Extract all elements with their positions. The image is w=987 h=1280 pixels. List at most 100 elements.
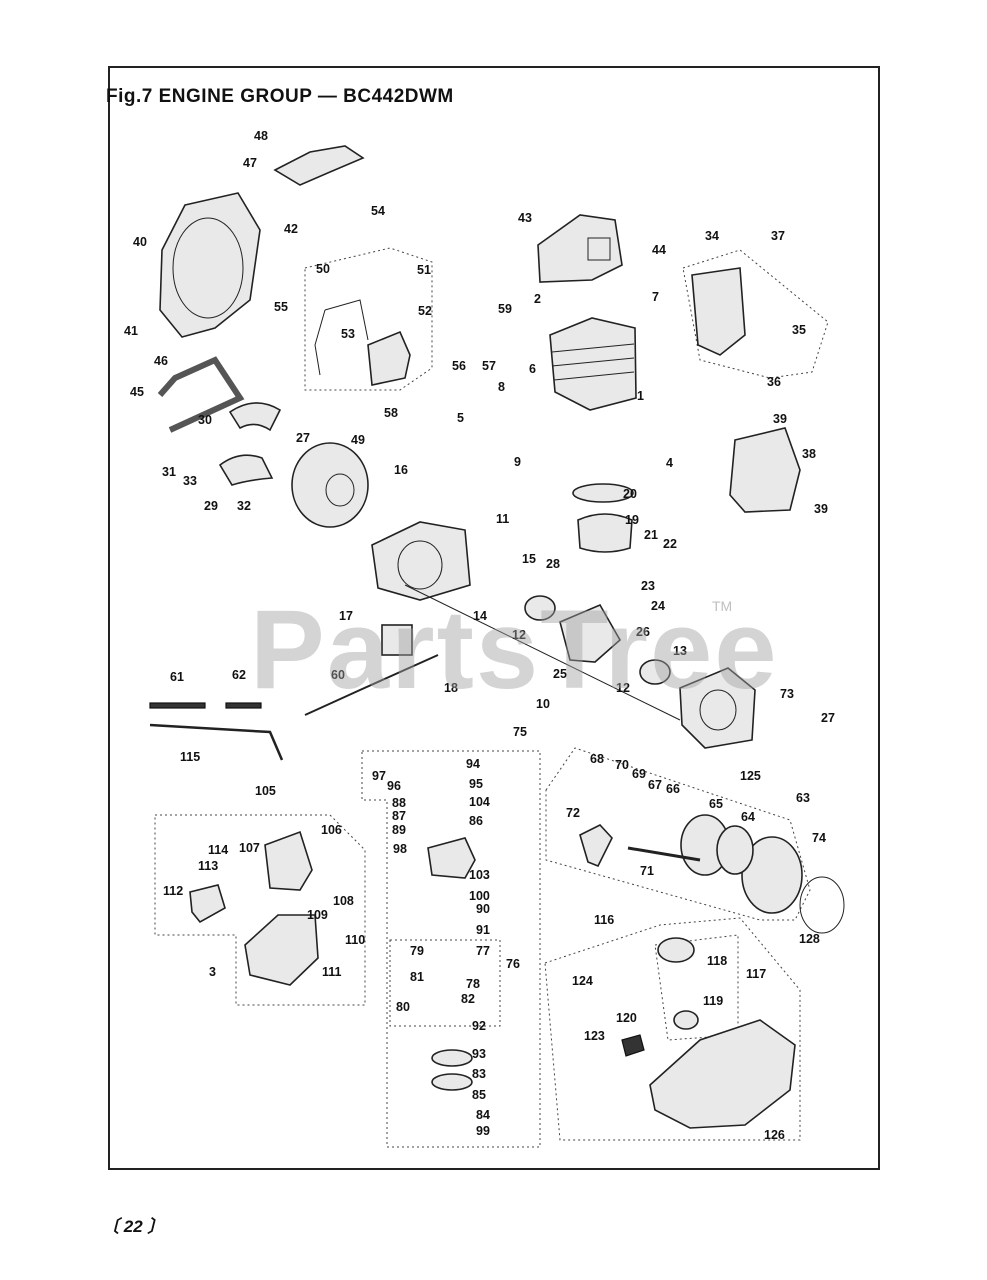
part-callout-76: 76 [506, 957, 520, 971]
part-callout-128: 128 [799, 932, 820, 946]
part-callout-108: 108 [333, 894, 354, 908]
part-callout-88: 88 [392, 796, 406, 810]
part-callout-79: 79 [410, 944, 424, 958]
figure-title: Fig.7 ENGINE GROUP — BC442DWM [106, 86, 454, 107]
part-callout-61: 61 [170, 670, 184, 684]
flywheel [291, 442, 369, 528]
part-callout-73: 73 [780, 687, 794, 701]
part-callout-48: 48 [254, 129, 268, 143]
part-callout-53: 53 [341, 327, 355, 341]
part-callout-72: 72 [566, 806, 580, 820]
part-callout-38: 38 [802, 447, 816, 461]
part-callout-69: 69 [632, 767, 646, 781]
crankcase-right [679, 667, 756, 749]
part-callout-109: 109 [307, 908, 328, 922]
air-cleaner-plate [189, 884, 226, 924]
handle-bar [157, 356, 245, 433]
part-callout-29: 29 [204, 499, 218, 513]
part-callout-117: 117 [746, 967, 766, 981]
part-callout-19: 19 [625, 513, 639, 527]
part-callout-59: 59 [498, 302, 512, 316]
part-callout-99: 99 [476, 1124, 490, 1138]
part-callout-58: 58 [384, 406, 398, 420]
part-callout-42: 42 [284, 222, 298, 236]
part-callout-37: 37 [771, 229, 785, 243]
part-callout-124: 124 [572, 974, 593, 988]
part-callout-78: 78 [466, 977, 480, 991]
part-callout-74: 74 [812, 831, 826, 845]
fuel-cap-gasket [673, 1010, 699, 1030]
part-callout-55: 55 [274, 300, 288, 314]
part-callout-82: 82 [461, 992, 475, 1006]
part-callout-114: 114 [208, 843, 228, 857]
part-callout-12: 12 [512, 628, 526, 642]
part-callout-125: 125 [740, 769, 761, 783]
fuel-filter-group-outline [654, 934, 739, 1041]
part-callout-57: 57 [482, 359, 496, 373]
part-callout-81: 81 [410, 970, 424, 984]
part-callout-65: 65 [709, 797, 723, 811]
part-callout-6: 6 [529, 362, 536, 376]
ignition-group-outline [304, 247, 433, 391]
part-callout-13: 13 [673, 644, 687, 658]
throttle-cable [149, 723, 284, 761]
fuel-cap [657, 937, 695, 963]
part-callout-27: 27 [821, 711, 835, 725]
part-callout-4: 4 [666, 456, 673, 470]
gasket-128 [799, 876, 845, 934]
carburetor-group-outline [361, 750, 541, 1148]
part-callout-84: 84 [476, 1108, 490, 1122]
part-callout-36: 36 [767, 375, 781, 389]
part-callout-100: 100 [469, 889, 490, 903]
fuel-tank-group-outline [544, 917, 801, 1141]
part-callout-71: 71 [640, 864, 654, 878]
part-callout-92: 92 [472, 1019, 486, 1033]
carb-subgroup-outline [389, 939, 501, 1027]
part-callout-39: 39 [814, 502, 828, 516]
part-callout-28: 28 [546, 557, 560, 571]
part-callout-116: 116 [594, 913, 614, 927]
part-callout-64: 64 [741, 810, 755, 824]
air-cleaner-body [264, 830, 313, 891]
part-callout-87: 87 [392, 809, 406, 823]
part-callout-95: 95 [469, 777, 483, 791]
part-callout-112: 112 [163, 884, 183, 898]
muffler-cover [729, 427, 801, 513]
part-callout-24: 24 [651, 599, 665, 613]
piston-ring [572, 483, 634, 503]
fuel-tank [649, 1019, 796, 1129]
part-callout-39: 39 [773, 412, 787, 426]
part-callout-16: 16 [394, 463, 408, 477]
part-callout-119: 119 [703, 994, 723, 1008]
part-callout-8: 8 [498, 380, 505, 394]
part-callout-18: 18 [444, 681, 458, 695]
air-cleaner-cover [244, 914, 319, 986]
part-callout-9: 9 [514, 455, 521, 469]
part-callout-56: 56 [452, 359, 466, 373]
part-callout-68: 68 [590, 752, 604, 766]
part-callout-1: 1 [637, 389, 644, 403]
part-callout-110: 110 [345, 933, 365, 947]
part-callout-80: 80 [396, 1000, 410, 1014]
carburetor-body [427, 837, 476, 879]
part-callout-43: 43 [518, 211, 532, 225]
part-callout-23: 23 [641, 579, 655, 593]
assembly-line [404, 584, 681, 721]
part-callout-25: 25 [553, 667, 567, 681]
part-callout-70: 70 [615, 758, 629, 772]
part-callout-107: 107 [239, 841, 260, 855]
part-callout-97: 97 [372, 769, 386, 783]
part-callout-83: 83 [472, 1067, 486, 1081]
part-callout-22: 22 [663, 537, 677, 551]
part-callout-34: 34 [705, 229, 719, 243]
part-callout-46: 46 [154, 354, 168, 368]
crankcase-left-bore [397, 540, 443, 590]
part-callout-49: 49 [351, 433, 365, 447]
part-callout-123: 123 [584, 1029, 605, 1043]
bearing-right [639, 659, 671, 685]
part-callout-35: 35 [792, 323, 806, 337]
page-number-value: 22 [123, 1217, 143, 1236]
part-callout-120: 120 [616, 1011, 637, 1025]
muffler-group-outline [682, 249, 829, 379]
